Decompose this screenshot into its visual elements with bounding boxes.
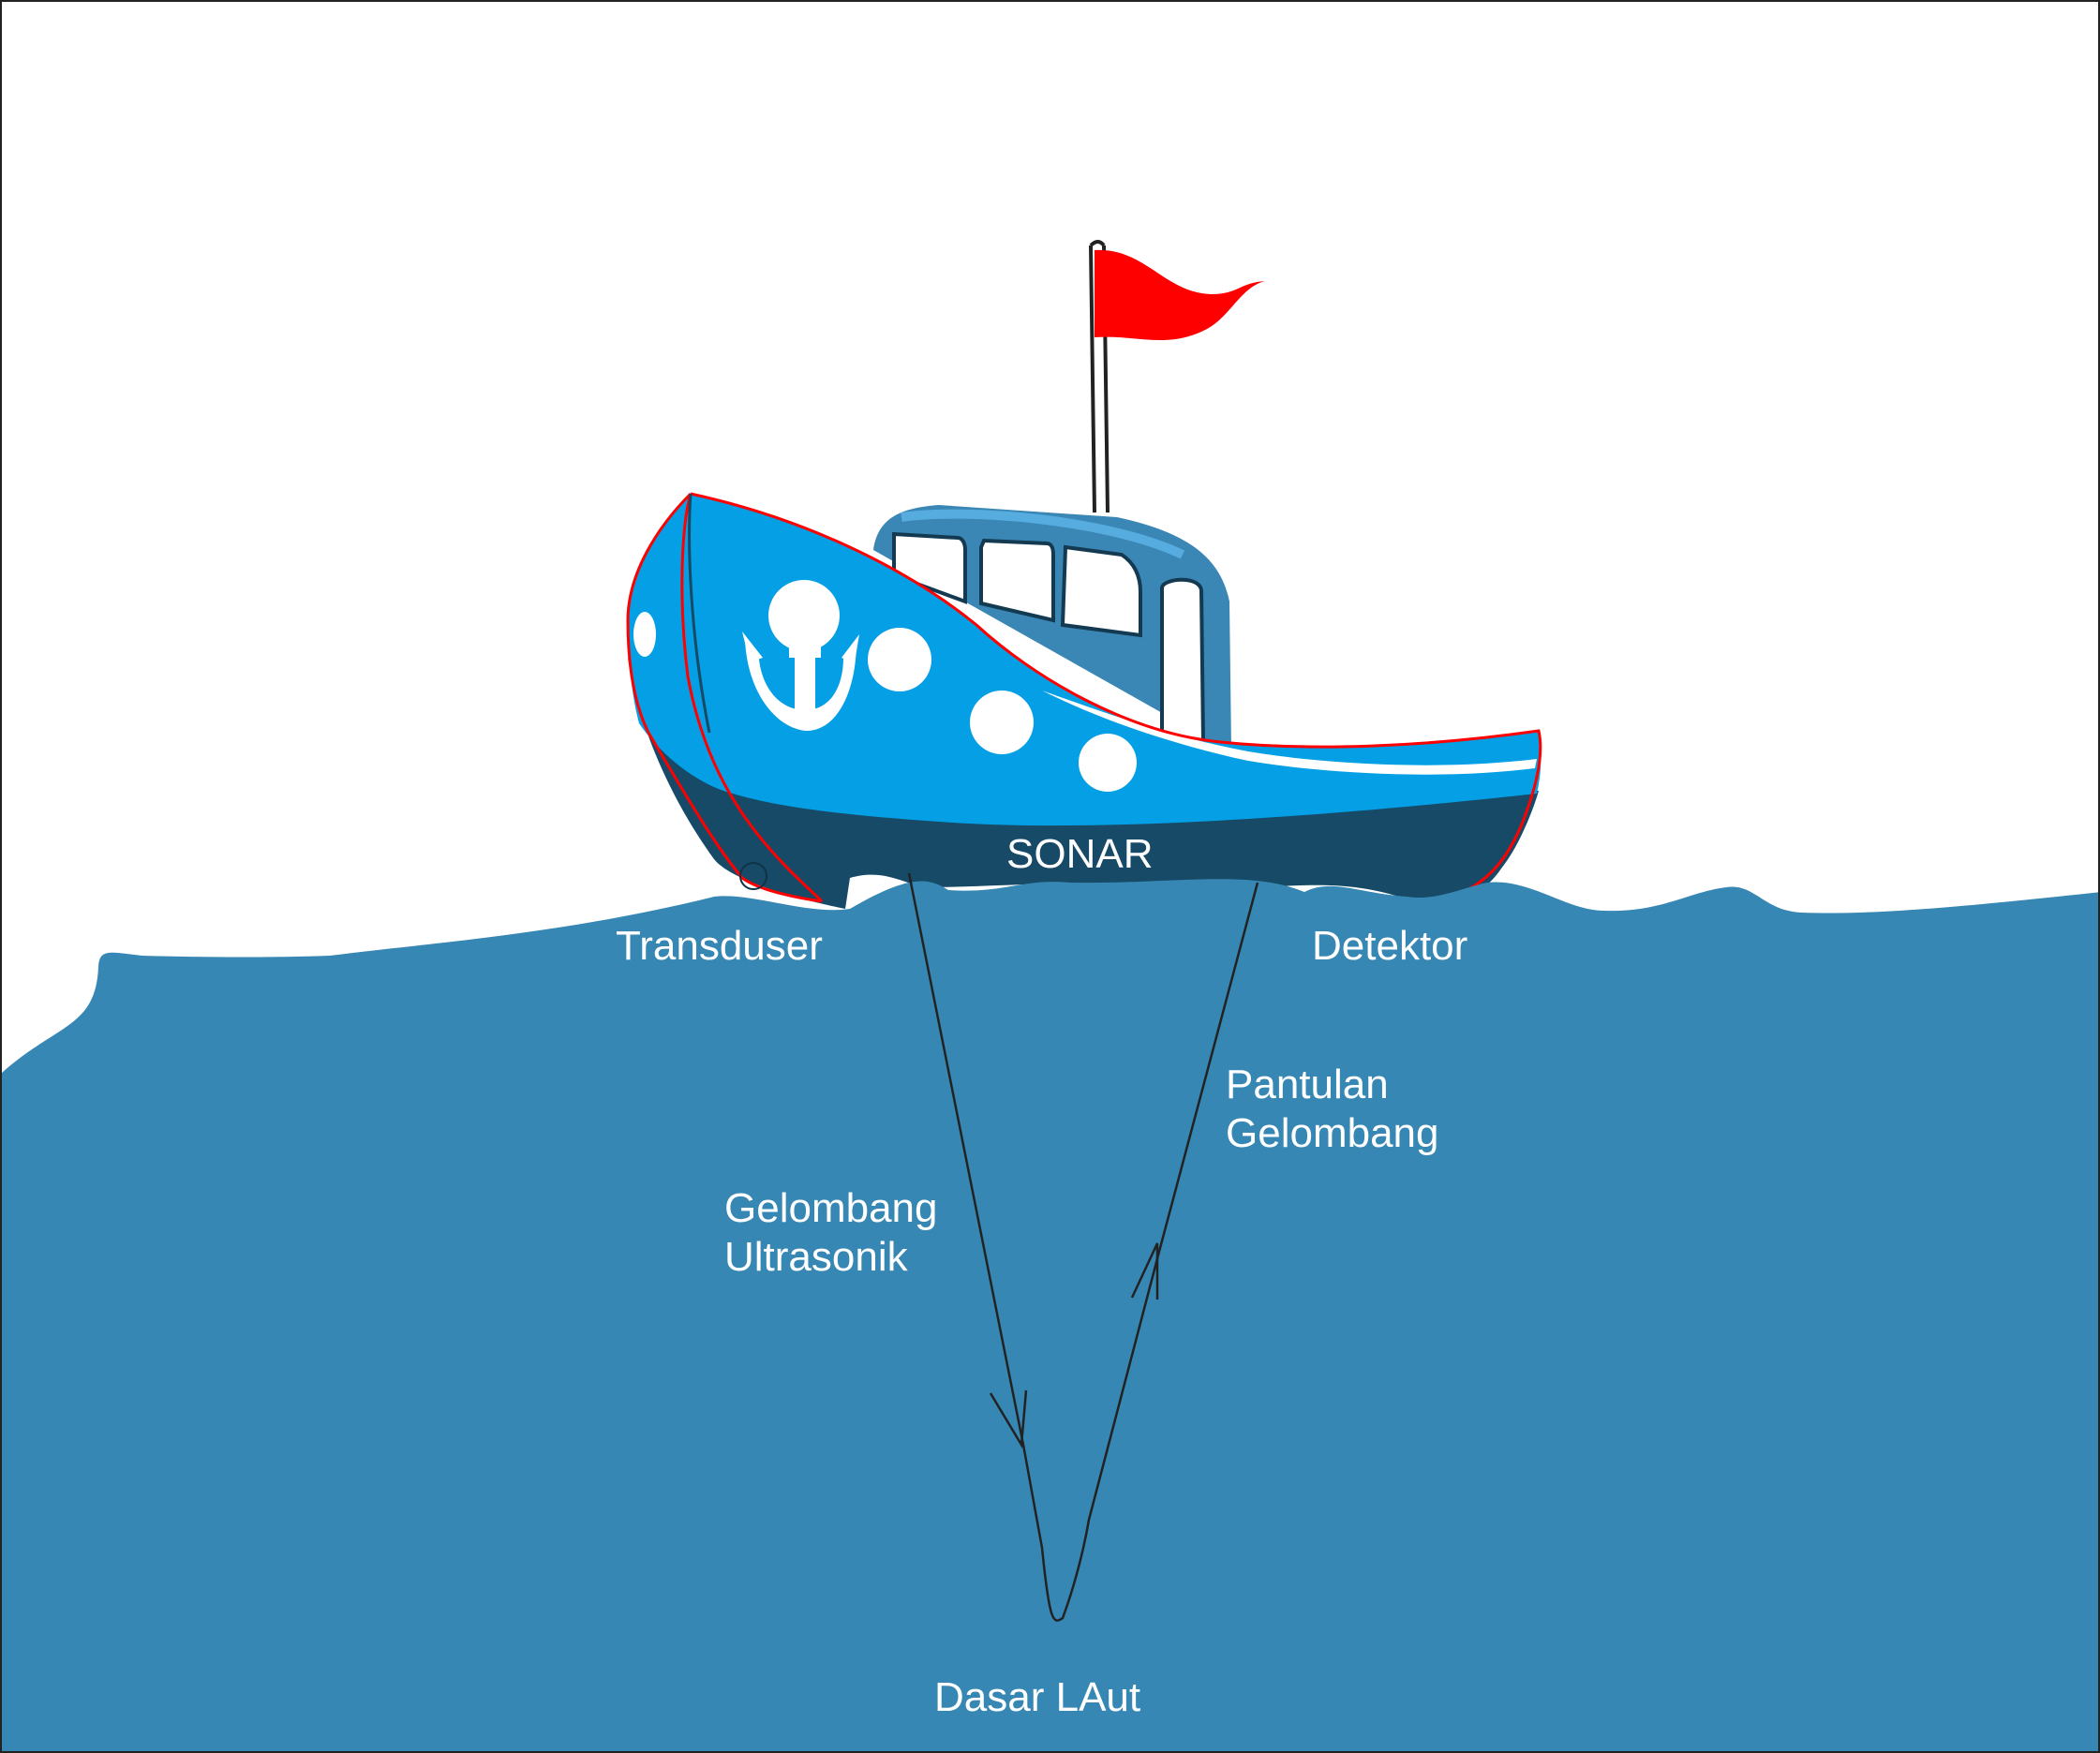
up-arrow bbox=[1130, 1242, 1159, 1300]
cabin-door bbox=[1160, 577, 1206, 745]
cabin-window bbox=[1060, 544, 1142, 638]
detektor-label: Detektor bbox=[1312, 923, 1468, 969]
porthole bbox=[970, 691, 1034, 754]
gelombang-ultrasonik-label: Gelombang Ultrasonik bbox=[724, 1184, 937, 1282]
boat-hull bbox=[628, 494, 1541, 826]
cabin-window bbox=[892, 531, 967, 604]
boat-hull-bottom bbox=[628, 658, 1539, 909]
anchor-icon bbox=[742, 580, 859, 731]
cabin-window bbox=[979, 538, 1055, 623]
porthole bbox=[1079, 734, 1137, 792]
sea bbox=[2, 879, 2098, 1751]
sonar-label: SONAR bbox=[1006, 831, 1154, 877]
ultrasonic-wave-line bbox=[907, 872, 1259, 1622]
porthole bbox=[633, 612, 656, 657]
flag-icon bbox=[1089, 240, 1265, 513]
transduser-label: Transduser bbox=[616, 923, 823, 969]
pantulan-gelombang-label: Pantulan Gelombang bbox=[1226, 1061, 1438, 1158]
gelombang-ultrasonik-line-1: Gelombang bbox=[724, 1185, 938, 1231]
pantulan-gelombang-line-2: Gelombang bbox=[1226, 1110, 1439, 1156]
dasar-laut-label: Dasar LAut bbox=[934, 1674, 1141, 1720]
sonar-wave-path bbox=[907, 872, 1259, 1622]
flag bbox=[1095, 249, 1265, 341]
pantulan-gelombang-line-1: Pantulan bbox=[1226, 1062, 1389, 1107]
porthole bbox=[868, 628, 931, 691]
gelombang-ultrasonik-line-2: Ultrasonik bbox=[724, 1234, 908, 1280]
hull-outline bbox=[626, 492, 823, 903]
boat bbox=[626, 492, 1542, 909]
down-arrow bbox=[989, 1389, 1028, 1448]
